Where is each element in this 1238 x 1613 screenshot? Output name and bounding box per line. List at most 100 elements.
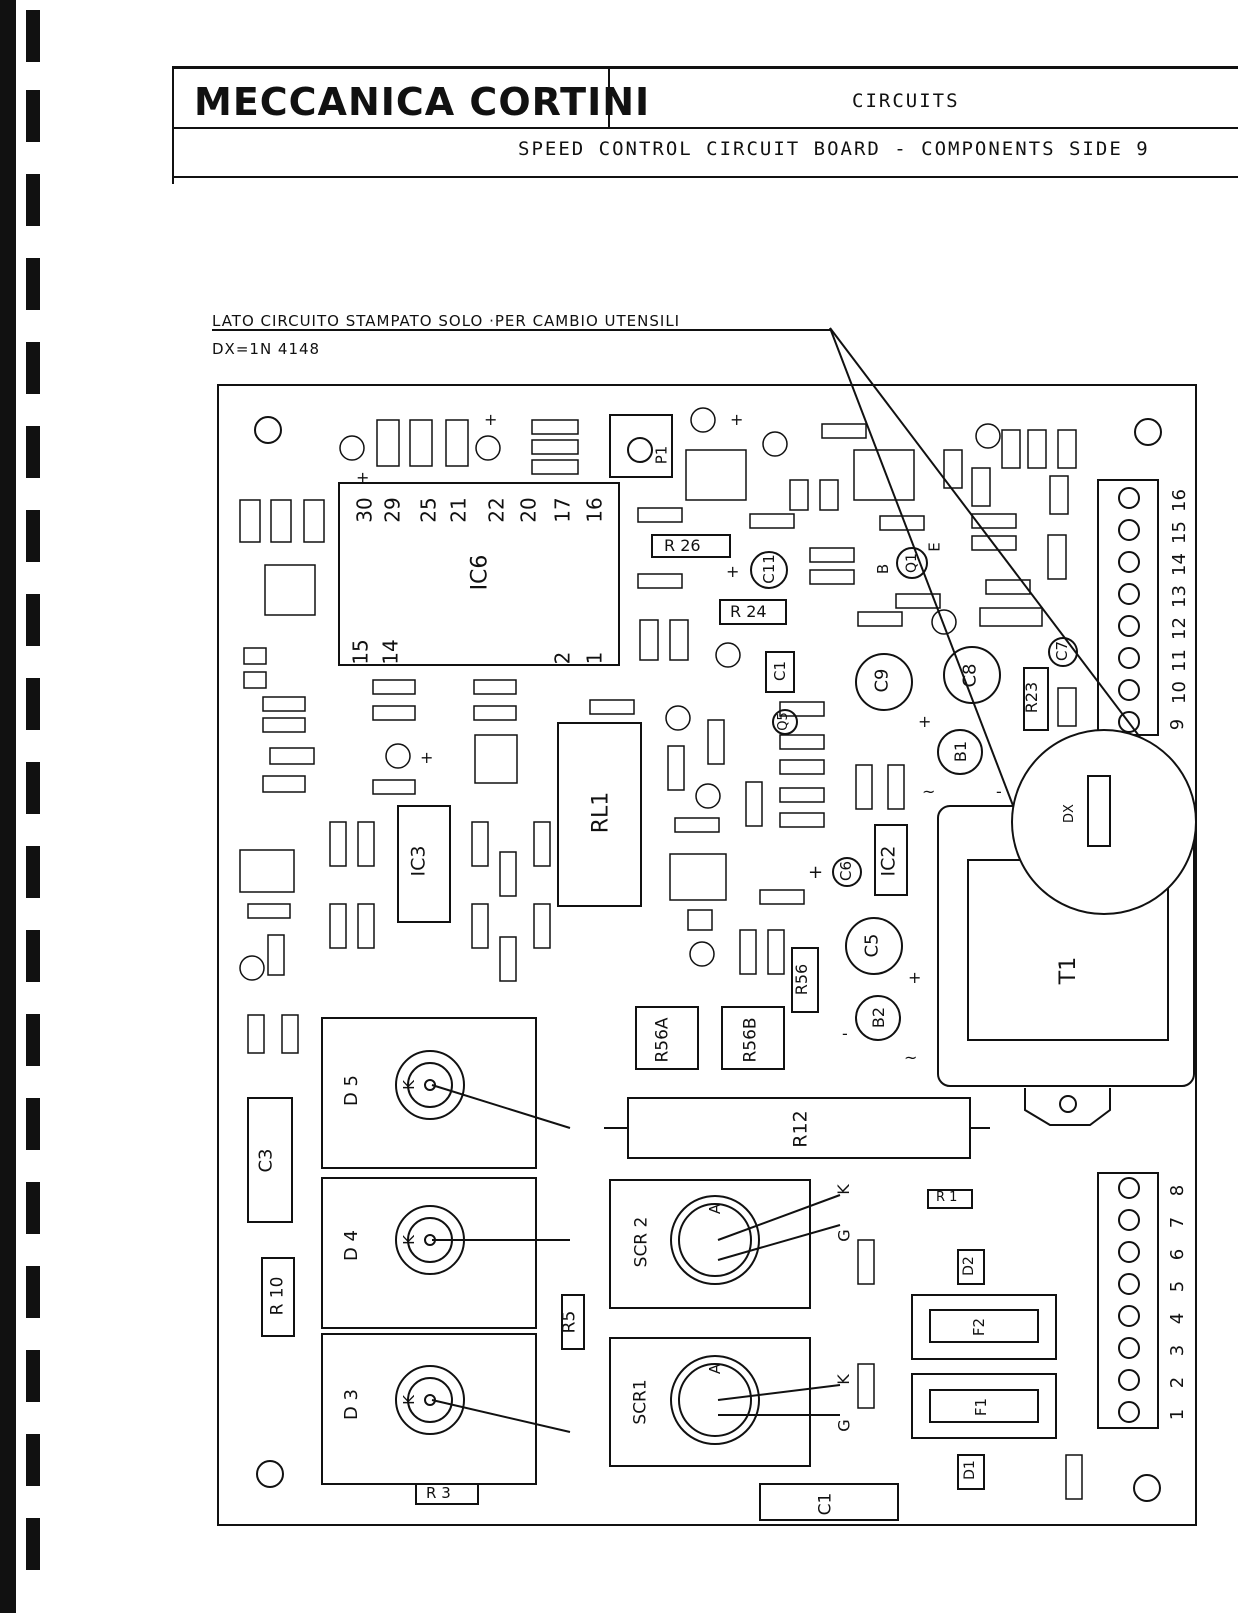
p1-wiper xyxy=(627,437,653,463)
scr1-label: SCR1 xyxy=(630,1379,651,1425)
r1-label: R 1 xyxy=(936,1190,958,1205)
b2-label: B2 xyxy=(869,1006,889,1029)
d4-label: D 4 xyxy=(341,1229,363,1262)
c11-label: C11 xyxy=(759,554,778,584)
ic6-pin-14: 14 xyxy=(378,639,403,665)
callout-line xyxy=(829,327,1031,851)
scr2-a-label: A xyxy=(706,1203,725,1215)
b2-plus-label: + xyxy=(908,968,922,987)
r10-label: R 10 xyxy=(267,1276,288,1316)
rl1-outline xyxy=(557,722,642,907)
r24-label: R 24 xyxy=(730,602,767,621)
c1-label: C1 xyxy=(815,1492,836,1516)
d5-k-label: K xyxy=(399,1080,418,1090)
c7-label: C7 xyxy=(1053,640,1072,662)
r3-resistor xyxy=(415,1483,479,1505)
c6-capacitor xyxy=(832,857,862,887)
ic6-pin-25: 25 xyxy=(416,497,441,523)
d2-label: D2 xyxy=(960,1256,977,1276)
b1-minus-label: - xyxy=(996,782,1002,801)
mounting-hole xyxy=(1133,1474,1161,1502)
d1-diode xyxy=(957,1454,985,1490)
ic6-pin-1: 1 xyxy=(582,651,607,665)
ic3-outline xyxy=(397,805,451,923)
connector-top-pin: 10 xyxy=(1168,681,1190,704)
connector-bottom-pin: 2 xyxy=(1167,1376,1189,1389)
connector-top xyxy=(1097,479,1159,736)
t1-bracket xyxy=(1024,1088,1111,1126)
header-divider xyxy=(608,66,610,128)
d1-label: D1 xyxy=(961,1460,978,1480)
d3-k-label: K xyxy=(399,1395,418,1405)
f1-fuse-holder xyxy=(911,1373,1057,1439)
ic6-outline xyxy=(338,482,620,666)
r1-resistor xyxy=(927,1189,973,1209)
c9-capacitor xyxy=(855,653,913,711)
c1-small-label: C1 xyxy=(771,660,790,682)
p1-outline xyxy=(609,414,673,478)
q1-transistor xyxy=(896,547,928,579)
dx-label: DX xyxy=(1061,804,1077,823)
connector-bottom-pin: 1 xyxy=(1167,1408,1189,1421)
scr1-k-label: K xyxy=(833,1374,853,1385)
p1-label: P1 xyxy=(652,445,671,465)
mounting-hole xyxy=(254,416,282,444)
b2-minus-label: - xyxy=(842,1024,848,1043)
c5-label: C5 xyxy=(861,933,883,958)
c9-plus-label: + xyxy=(918,712,932,731)
f2-label: F2 xyxy=(970,1317,989,1337)
b2-ac-label: ~ xyxy=(904,1048,918,1067)
ic6-label: IC6 xyxy=(467,554,493,591)
c1-small-capacitor xyxy=(765,651,795,693)
ic6-pin-29: 29 xyxy=(380,497,405,523)
connector-top-pin: 9 xyxy=(1167,718,1189,731)
mounting-hole xyxy=(1134,418,1162,446)
q1-label: Q1 xyxy=(903,553,920,573)
r56a-label: R56A xyxy=(652,1017,673,1063)
connector-top-pin: 13 xyxy=(1168,585,1190,608)
company-logo: MECCANICA CORTINI xyxy=(194,80,651,124)
small-component-footprints xyxy=(239,419,1083,1500)
q1-b-label: B xyxy=(874,563,893,575)
small-round-components xyxy=(239,407,1001,981)
r26-label: R 26 xyxy=(664,536,701,555)
q5-transistor xyxy=(772,709,798,735)
c26-plus-label: + xyxy=(420,748,434,767)
r56b-resistor xyxy=(721,1006,785,1070)
c3-label: C3 xyxy=(255,1148,277,1173)
connector-bottom-pin: 3 xyxy=(1167,1344,1189,1357)
b2-bridge xyxy=(855,995,901,1041)
r12-label: R12 xyxy=(789,1110,812,1148)
connector-bottom-pin: 4 xyxy=(1167,1312,1189,1325)
connector-bottom-pin: 7 xyxy=(1167,1216,1189,1229)
ic6-pin-20: 20 xyxy=(516,497,541,523)
connector-top-pin: 15 xyxy=(1168,521,1190,544)
r10-resistor xyxy=(261,1257,295,1337)
c20-plus-label: + xyxy=(484,410,498,429)
r26-resistor xyxy=(651,534,731,558)
connector-bottom-pin: 6 xyxy=(1167,1248,1189,1261)
scr2-g-label: G xyxy=(834,1229,854,1242)
d4-outline xyxy=(321,1177,537,1329)
header-top-rule xyxy=(172,66,1238,69)
ic6-pin-22: 22 xyxy=(484,497,509,523)
r3-label: R 3 xyxy=(426,1484,451,1502)
ic6-pin-21: 21 xyxy=(446,497,471,523)
r56-label: R56 xyxy=(792,963,812,996)
scr2-label: SCR 2 xyxy=(631,1216,652,1268)
c5-capacitor xyxy=(845,917,903,975)
c9-label: C9 xyxy=(871,668,893,693)
r23-label: R23 xyxy=(1022,681,1042,714)
ic6-pin-2: 2 xyxy=(550,651,575,665)
b1-label: B1 xyxy=(951,740,971,763)
q5-label: Q5 xyxy=(775,712,791,731)
d5-outline xyxy=(321,1017,537,1169)
c1-capacitor xyxy=(759,1483,899,1521)
board-outline xyxy=(217,384,1197,1526)
binding-strip xyxy=(0,0,40,1613)
b1-bridge xyxy=(937,729,983,775)
d2-diode xyxy=(957,1249,985,1285)
c11-plus-label: + xyxy=(726,562,740,581)
callout-line xyxy=(829,327,1181,791)
